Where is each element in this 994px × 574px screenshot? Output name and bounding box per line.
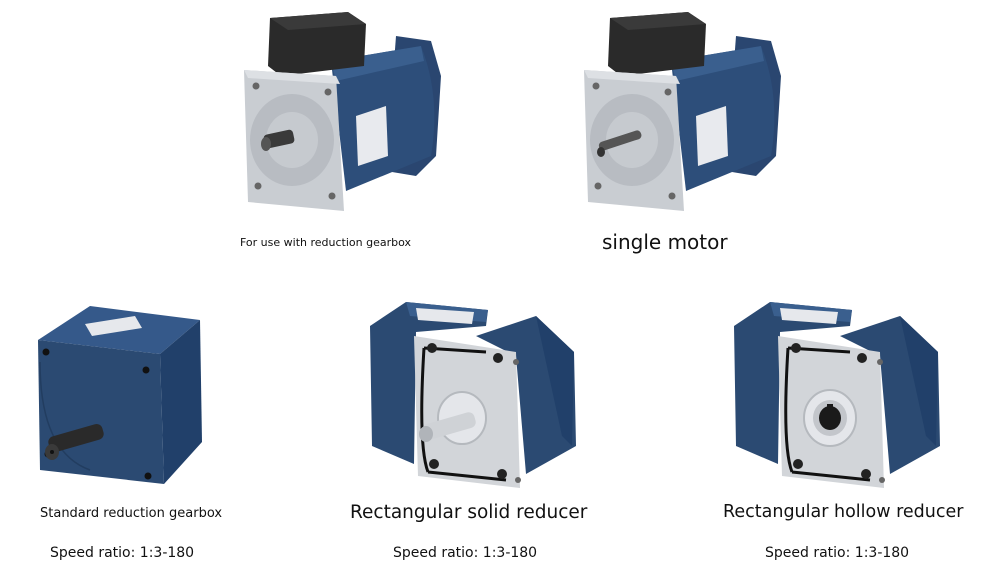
caption-motor-for-gearbox: For use with reduction gearbox xyxy=(240,236,411,249)
rectangular-hollow-reducer-icon xyxy=(734,302,940,488)
product-image-motor-for-gearbox xyxy=(236,6,452,218)
spec-rect-hollow-reducer: Speed ratio: 1:3-180 xyxy=(765,545,910,561)
product-image-rect-hollow-reducer xyxy=(730,296,950,490)
product-image-single-motor xyxy=(576,6,792,218)
caption-rect-hollow-reducer: Rectangular hollow reducer xyxy=(723,502,964,522)
caption-standard-gearbox: Standard reduction gearbox xyxy=(40,506,223,521)
rectangular-solid-reducer-icon xyxy=(370,302,576,488)
square-gearbox-icon xyxy=(38,306,202,484)
caption-single-motor: single motor xyxy=(602,230,728,254)
product-image-rect-solid-reducer xyxy=(366,296,586,490)
caption-rect-solid-reducer: Rectangular solid reducer xyxy=(350,502,588,523)
motor-round-shaft-icon xyxy=(584,12,781,211)
spec-rect-solid-reducer: Speed ratio: 1:3-180 xyxy=(393,545,538,561)
product-image-standard-gearbox xyxy=(30,302,208,492)
spec-standard-gearbox: Speed ratio: 1:3-180 xyxy=(50,545,195,561)
gear-motor-pinion-shaft-icon xyxy=(244,12,441,211)
